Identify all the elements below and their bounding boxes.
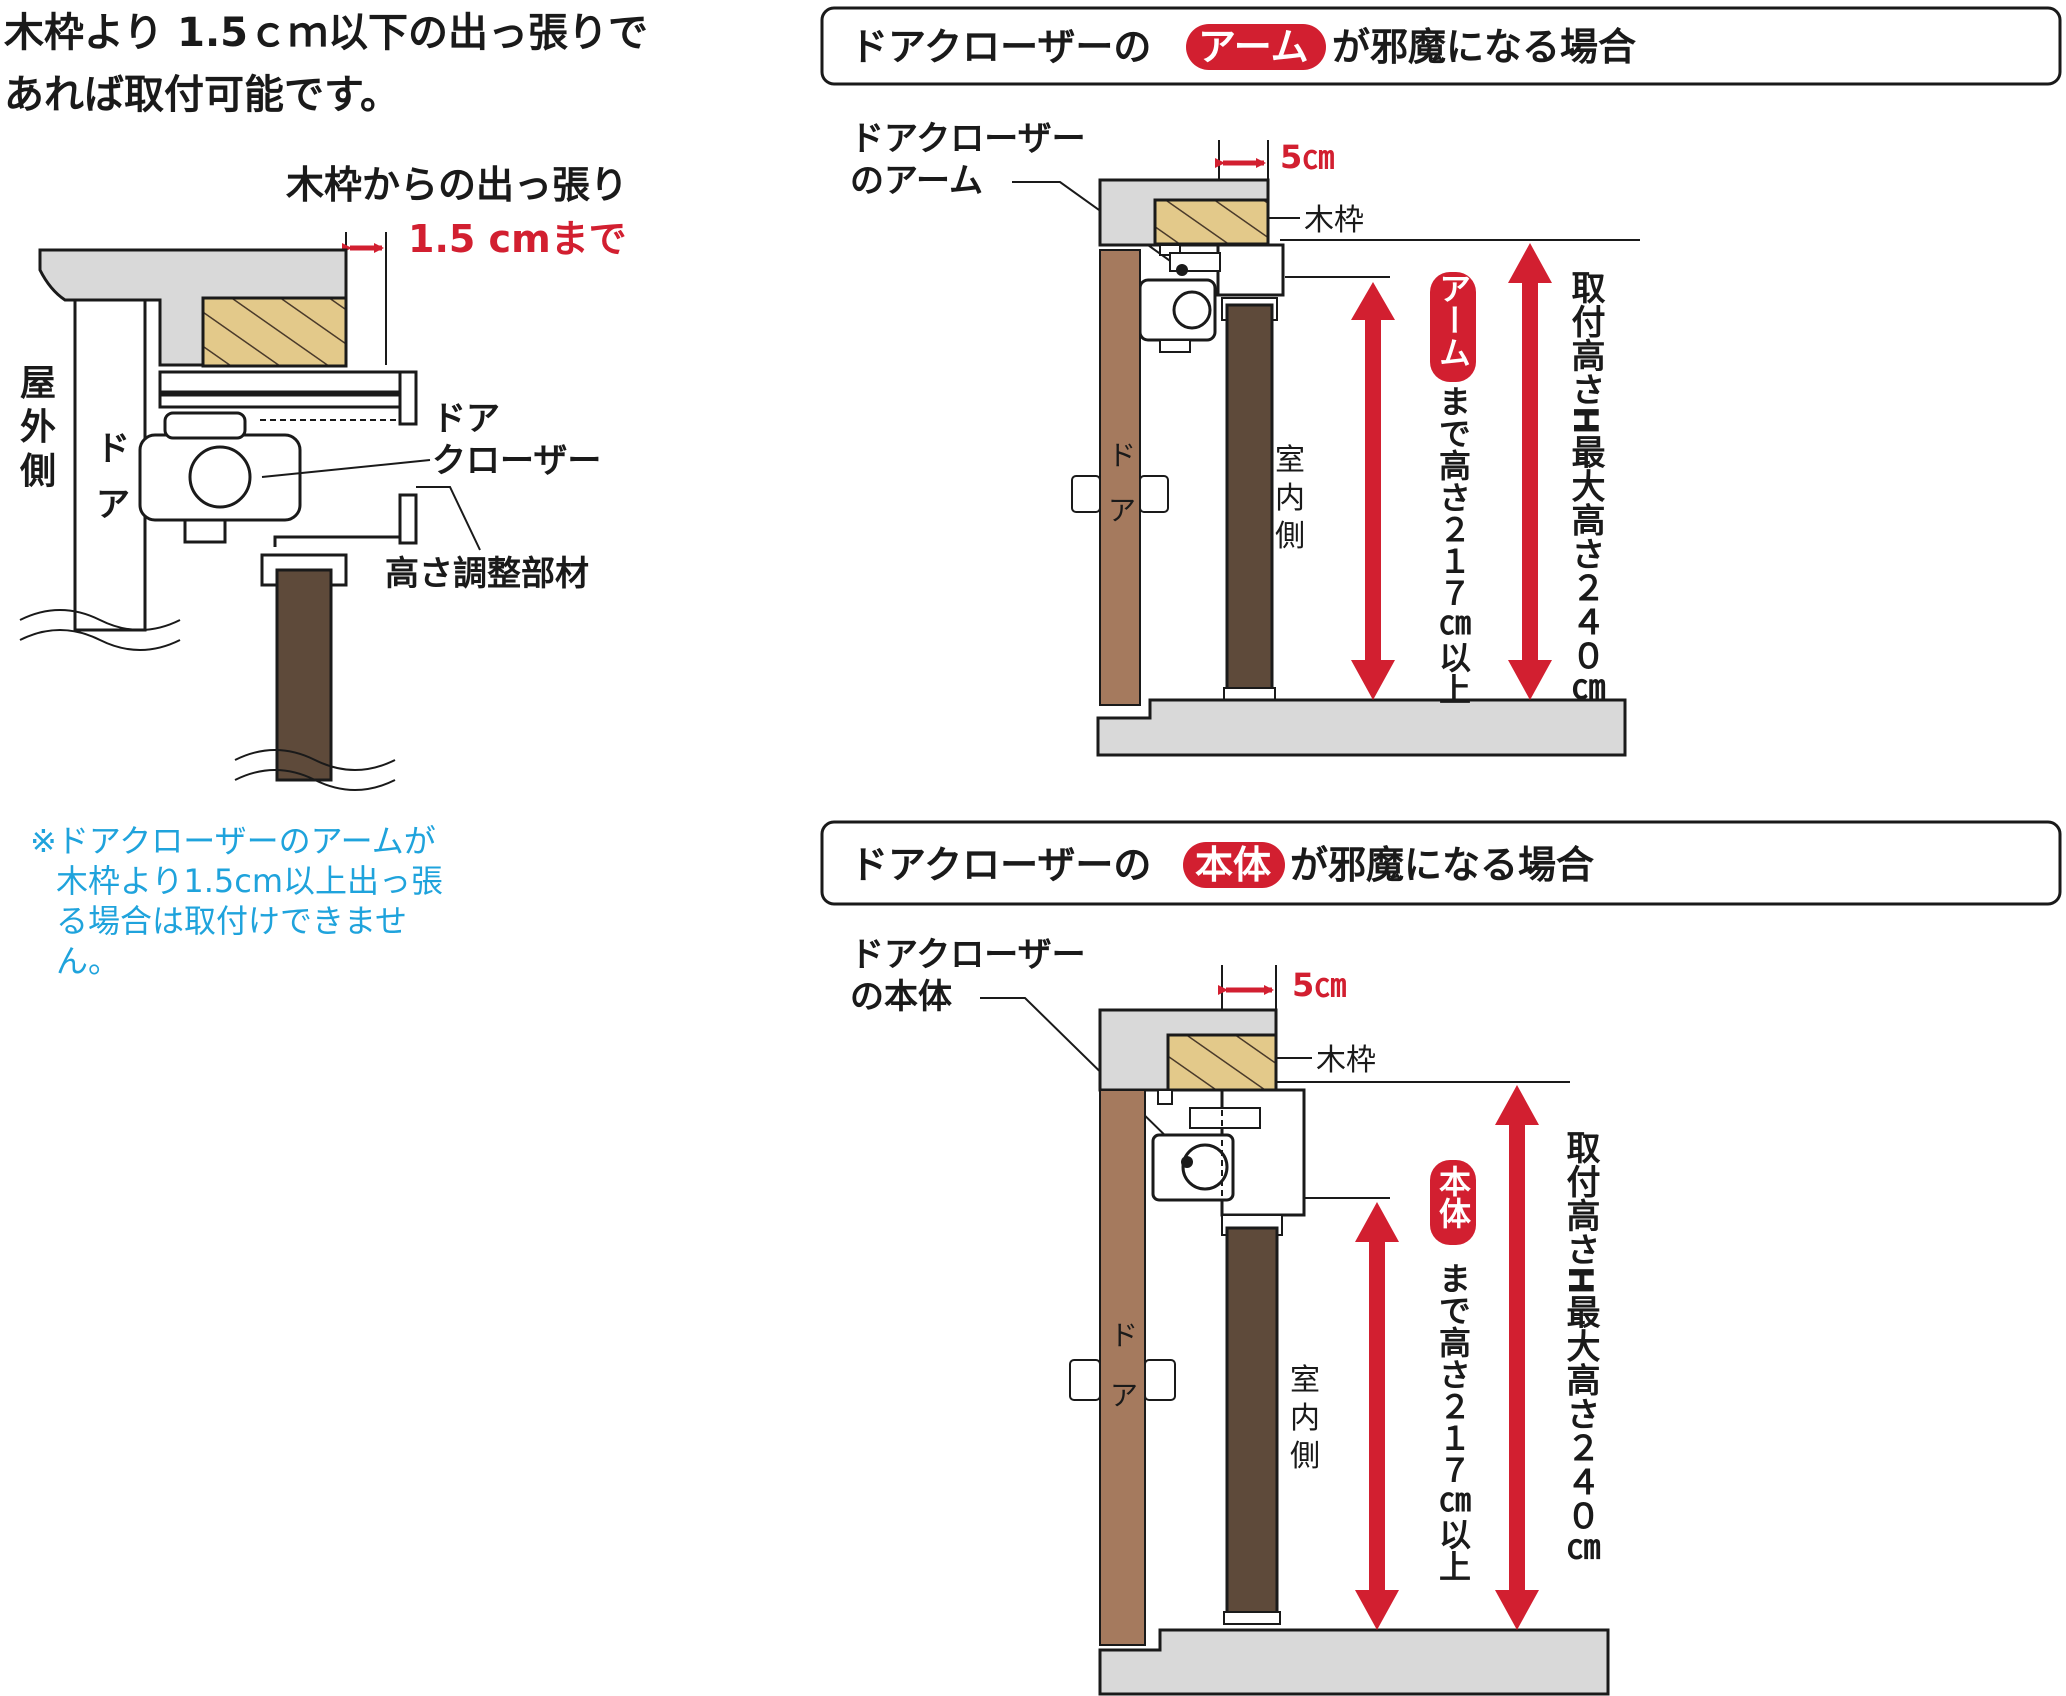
left-closer-label-2: クローザー	[432, 441, 601, 481]
panel-body-floor	[1098, 1628, 1610, 1696]
panel-body-badge: 本体	[1434, 1165, 1472, 1229]
panel-arm-floor	[1096, 698, 1627, 757]
panel-arm-indoor-char-2: 内	[1275, 481, 1305, 516]
panel-body-indoor-char-2: 内	[1290, 1401, 1320, 1436]
left-title-line2: あれば取付可能です。	[4, 72, 400, 118]
panel-arm-dim-label: 5㎝	[1280, 138, 1334, 176]
panel-body-door-char-2: ア	[1110, 1379, 1138, 1412]
wood-frame	[201, 296, 348, 368]
panel-arm-door-char-1: ド	[1108, 439, 1136, 472]
left-closer-label-1: ドア	[432, 399, 500, 439]
panel-body-door-label: ド ア	[1110, 1319, 1147, 1412]
panel-arm-heading-badge-bg	[1186, 24, 1326, 70]
protrusion-value: 1.5 cmまで	[408, 217, 627, 261]
outdoor-char-2: 外	[20, 407, 56, 448]
panel-arm-min-arrow	[1351, 282, 1395, 700]
protrusion-dimension	[342, 232, 387, 365]
panel-body-heading-badge-bg	[1183, 842, 1285, 888]
panel-body-indoor-char-3: 側	[1290, 1439, 1320, 1474]
panel-body-callout-2: の本体	[850, 977, 952, 1017]
panel-body-heading-pre: ドアクローザーの	[850, 843, 1151, 887]
panel-arm-indoor-char-1: 室	[1275, 443, 1305, 478]
panel-arm-post-foot	[1223, 687, 1276, 701]
panel-body-wood-frame	[1166, 1033, 1278, 1092]
panel-body-door	[1099, 1089, 1146, 1646]
left-section: 木枠より 1.5ｃｍ以下の出っ張りで あれば取付可能です。 木枠からの出っ張り …	[4, 10, 648, 980]
panel-arm-max-text: 取付高さH最大高さ２４０㎝	[1565, 270, 1605, 706]
panel-arm-heading-badge: アーム	[1198, 25, 1309, 69]
panel-body-min-arrow	[1355, 1202, 1399, 1630]
left-break-line-3	[234, 749, 396, 771]
note-line3: る場合は取付けできませ	[56, 902, 407, 940]
panel-body-heading-badge: 本体	[1195, 843, 1271, 887]
panel-arm-door	[1099, 249, 1141, 706]
panel-arm-indoor-label: 室 内 側	[1275, 443, 1315, 554]
closer-leader	[261, 459, 431, 478]
panel-body-max-arrow	[1495, 1085, 1539, 1630]
panel-arm-door-label: ド ア	[1108, 439, 1145, 527]
panel-body: ドアクローザーの 本体 が邪魔になる場合 ドアクローザー の本体 5㎝ 木枠	[820, 820, 2062, 1696]
panel-arm-frame-label: 木枠	[1304, 203, 1364, 238]
outer-jamb	[73, 298, 147, 632]
panel-arm-callout-1: ドアクローザー	[850, 119, 1086, 159]
panel-arm-heading-pre: ドアクローザーの	[850, 25, 1151, 69]
panel-body-door-char-1: ド	[1110, 1319, 1138, 1352]
panel-body-dim-label: 5㎝	[1292, 966, 1346, 1004]
left-break-line-2	[19, 629, 181, 651]
panel-arm-post	[1225, 303, 1274, 692]
left-door-closer	[138, 370, 418, 547]
panel-body-heading-post: が邪魔になる場合	[1290, 843, 1594, 887]
panel-body-door-knob[interactable]	[1069, 1359, 1176, 1401]
panel-arm: ドアクローザーの アーム が邪魔になる場合 ドアクローザー のアーム 5㎝ 木枠	[820, 6, 2062, 757]
panel-body-max-text: 取付高さH最大高さ２４０㎝	[1560, 1130, 1600, 1566]
left-door-char-1: ド	[96, 429, 130, 469]
panel-body-post	[1225, 1226, 1279, 1615]
panel-arm-heading-post: が邪魔になる場合	[1332, 25, 1636, 69]
note-line1: ※ドアクローザーのアームが	[30, 822, 436, 860]
left-break-line-4	[234, 769, 396, 791]
panel-body-callout-1: ドアクローザー	[850, 935, 1086, 975]
outdoor-label: 屋 外 側	[19, 363, 69, 492]
left-door-char-2: ア	[96, 485, 130, 525]
panel-body-heading-box	[820, 820, 2062, 906]
left-door-label: ド ア	[96, 429, 142, 525]
left-indoor-post	[275, 568, 333, 782]
panel-arm-closer	[1138, 243, 1285, 353]
panel-arm-badge: アーム	[1434, 272, 1472, 368]
protrusion-label: 木枠からの出っ張り	[286, 163, 628, 207]
adjust-label: 高さ調整部材	[385, 554, 589, 594]
panel-arm-max-arrow	[1508, 243, 1552, 700]
panel-body-post-foot	[1223, 1611, 1281, 1625]
panel-body-indoor-label: 室 内 側	[1290, 1363, 1330, 1474]
panel-body-closer	[1151, 1088, 1306, 1217]
panel-arm-indoor-char-3: 側	[1275, 519, 1305, 554]
panel-body-badge-bg	[1430, 1160, 1476, 1245]
panel-body-frame-label: 木枠	[1316, 1043, 1376, 1078]
panel-arm-heading-box	[820, 6, 2062, 86]
panel-arm-door-knob[interactable]	[1071, 475, 1169, 513]
left-break-line-1	[19, 609, 181, 631]
panel-arm-badge-bg	[1430, 272, 1476, 382]
left-title-line1: 木枠より 1.5ｃｍ以下の出っ張りで	[4, 10, 648, 56]
panel-body-indoor-char-1: 室	[1290, 1363, 1320, 1398]
outdoor-char-1: 屋	[20, 363, 56, 404]
note-line2: 木枠より1.5cm以上出っ張	[56, 862, 443, 900]
panel-arm-callout-2: のアーム	[850, 161, 983, 201]
panel-arm-wood-frame	[1153, 198, 1270, 246]
adjust-leader	[416, 486, 481, 551]
panel-arm-min-text: まで高さ２１７㎝以上	[1434, 385, 1472, 705]
panel-body-min-text: まで高さ２１７㎝以上	[1434, 1262, 1472, 1582]
panel-arm-door-char-2: ア	[1108, 494, 1136, 527]
outdoor-char-3: 側	[19, 451, 56, 492]
note-line4: ん。	[56, 942, 120, 980]
